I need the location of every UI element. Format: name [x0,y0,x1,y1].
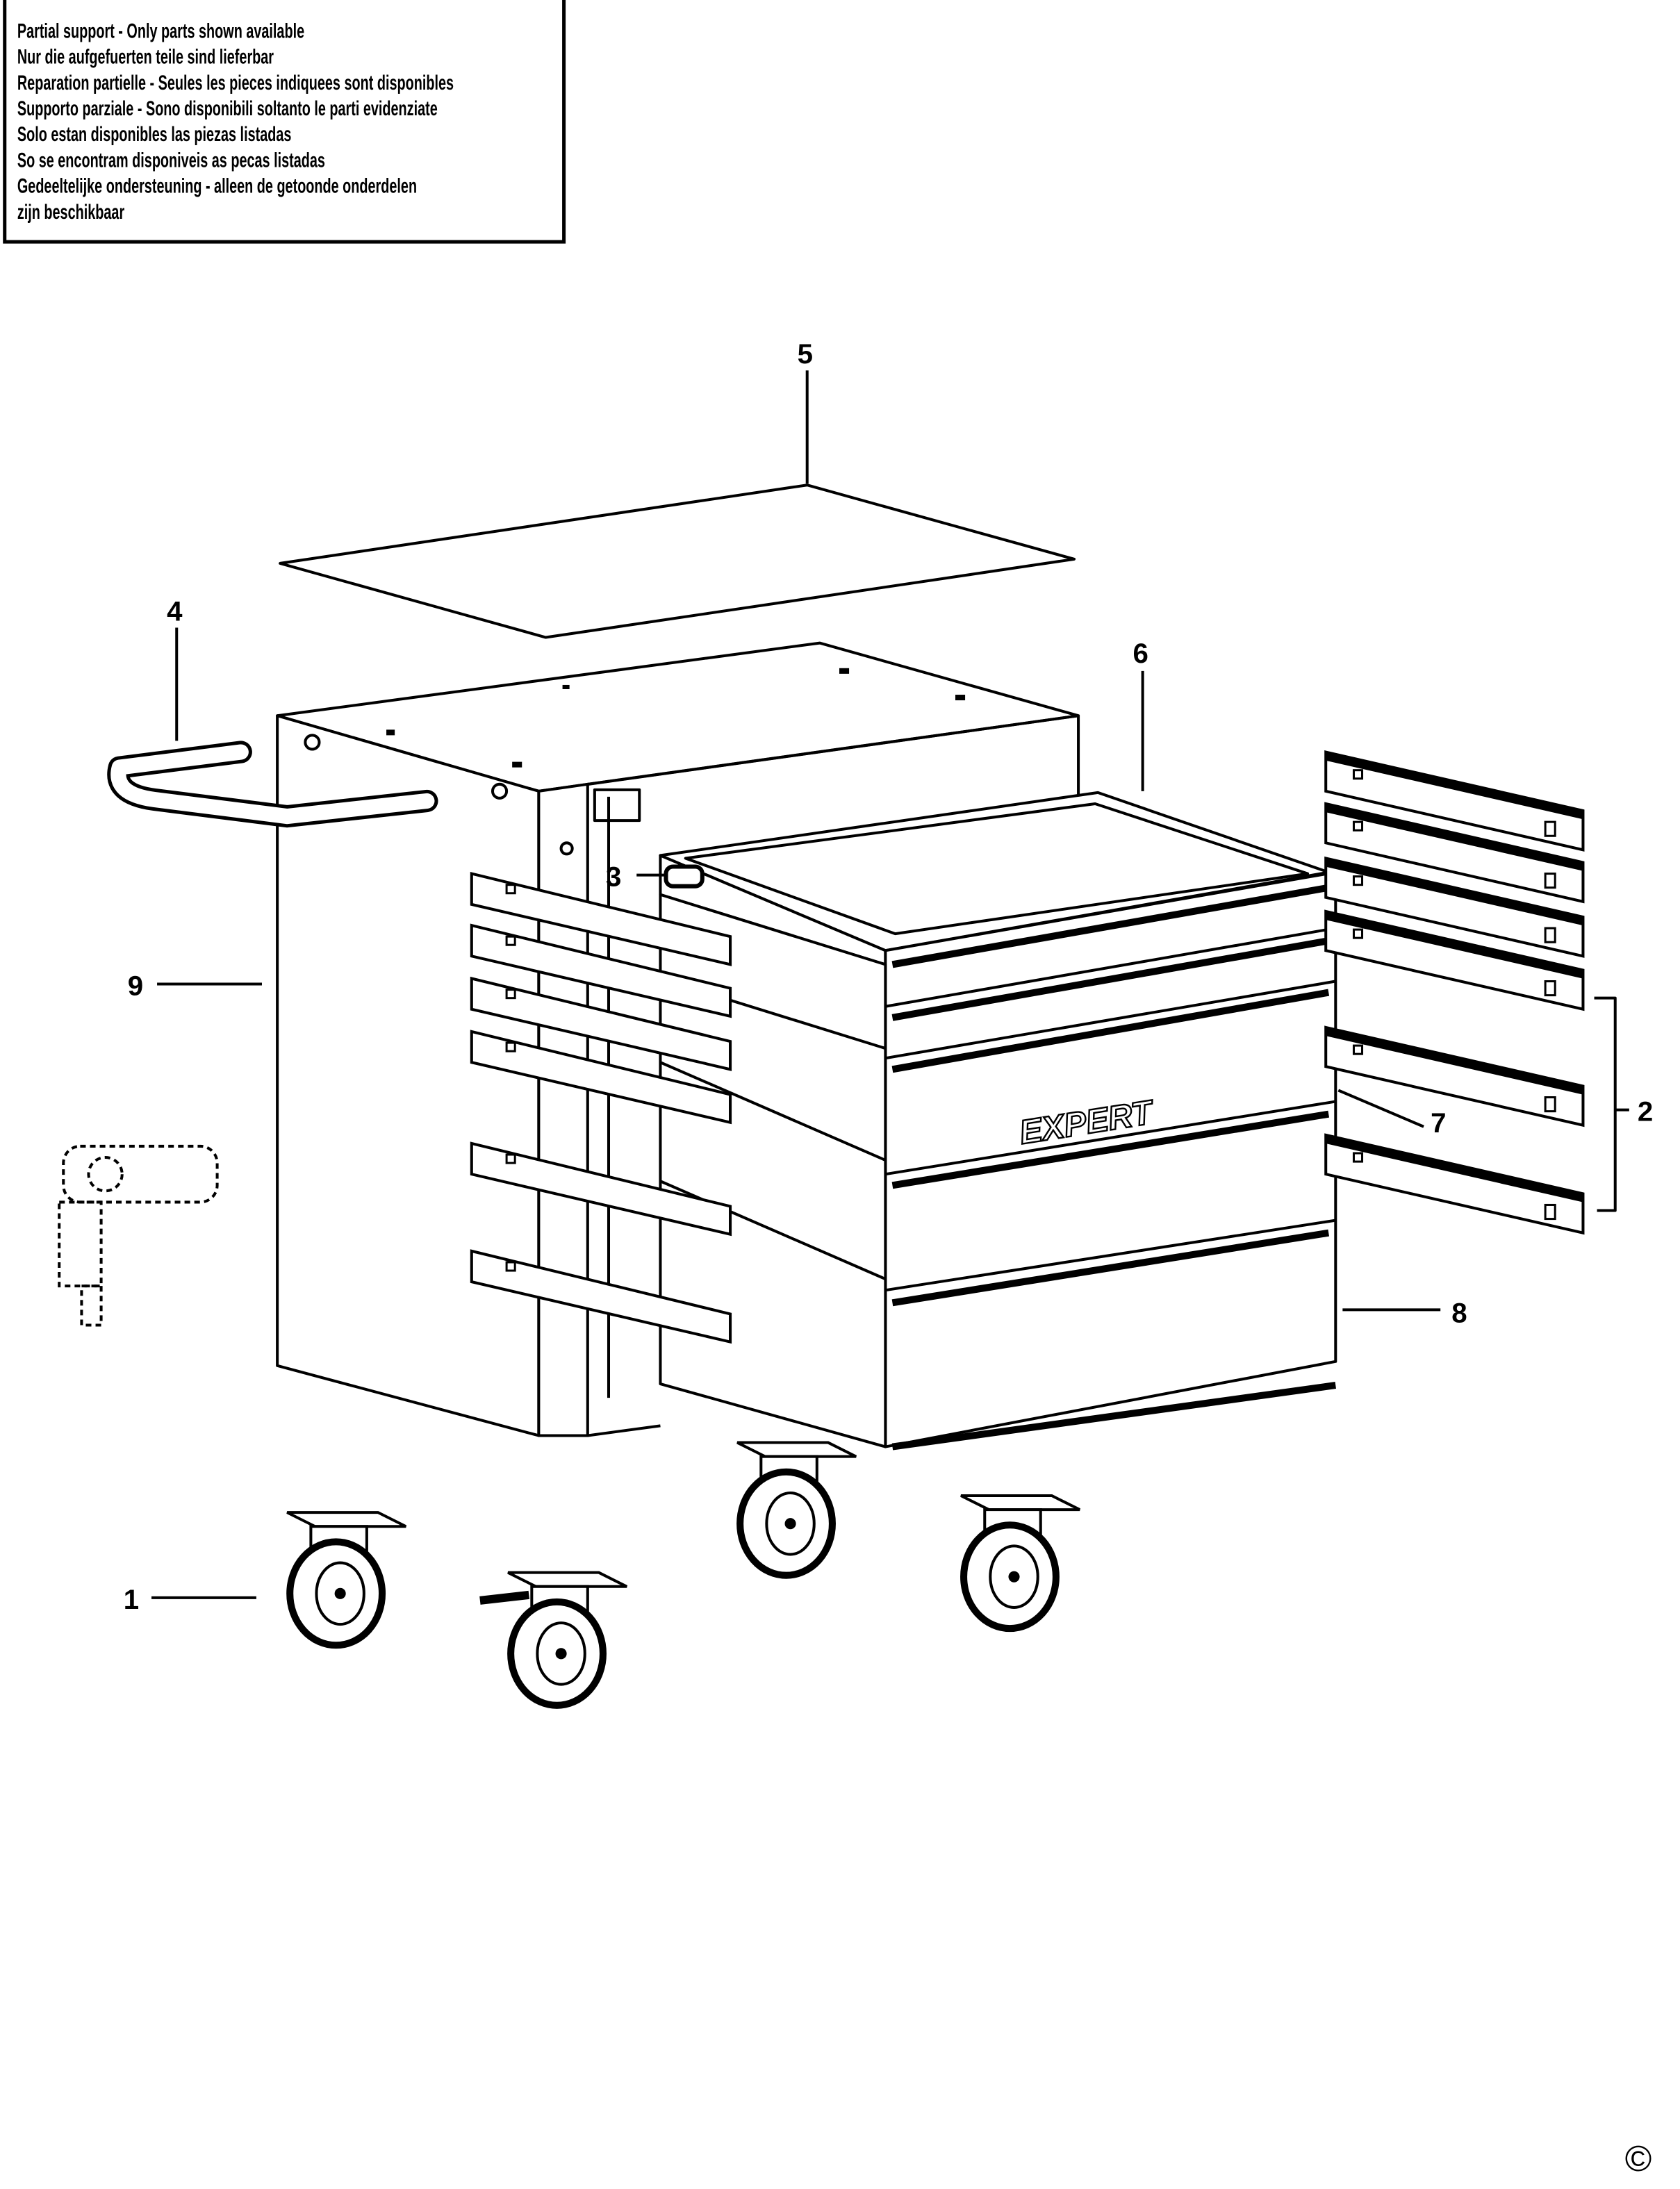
caster-plate [960,1494,1080,1512]
drawer-slide [470,872,732,966]
slide-rail [1324,858,1584,925]
caster-plate [736,1441,857,1458]
slide-hole [1544,820,1556,837]
bracket-2 [1594,996,1629,1212]
leader-line-7 [1337,1089,1424,1128]
caster-hub [765,1491,816,1556]
callout-7: 7 [1431,1107,1446,1139]
drawer-slide [470,1141,732,1237]
caster-wheel [736,1441,857,1579]
slide-hole [1352,928,1364,939]
notice-line: Solo estan disponibles las piezas listad… [17,123,292,146]
caster-hub [989,1544,1039,1609]
partial-support-notice: Partial support - Only parts shown avail… [3,0,566,244]
slide-rail [1324,1135,1584,1203]
slide-hole [1352,1152,1364,1163]
top-mat-part [279,484,1076,639]
slide-hole [1544,1096,1556,1113]
drawer-slide [470,923,732,1018]
drawer-slide [470,1249,732,1344]
slide-rail [1324,1027,1584,1095]
notice-line: zijn beschikbaar [17,201,125,224]
notice-line: Supporto parziale - Sono disponibili sol… [17,97,438,120]
notice-line: Partial support - Only parts shown avail… [17,20,304,43]
slide-hole [505,1153,516,1164]
copyright-mark: © [1625,2139,1652,2179]
drawer-slide [1324,1133,1585,1235]
caster-wheel [286,1511,407,1649]
slide-hole [1352,875,1364,886]
left-drawer-slides [470,872,732,1344]
right-drawer-slides-part [1324,750,1585,1235]
drawer-slide [470,1030,732,1125]
slide-hole [1352,769,1364,780]
callout-4: 4 [167,595,183,627]
notice-line: So se encontram disponiveis as pecas lis… [17,149,325,172]
drawer-slide [470,976,732,1071]
callout-9: 9 [128,970,143,1002]
caster-wheel [960,1494,1080,1633]
caster-axle [1008,1571,1020,1583]
caster-axle [555,1648,567,1660]
slide-rail [1324,911,1584,979]
slide-rail [1324,752,1584,819]
drawer-slide [1324,750,1585,852]
notice-line: Nur die aufgefuerten teile sind lieferba… [17,46,274,69]
callout-8: 8 [1451,1297,1467,1328]
drawer-slide [1324,856,1585,958]
drawer-slide [1324,802,1585,904]
slide-hole [505,1041,516,1052]
drill-icon [58,1144,219,1327]
slide-hole [1544,1203,1556,1221]
slide-hole [1544,927,1556,943]
slide-hole [1544,980,1556,997]
top-drawer-part [659,791,1331,966]
drawer-slide [1324,909,1585,1011]
notice-line: Gedeeltelijke ondersteuning - alleen de … [17,175,417,198]
caster-hub [315,1561,365,1626]
slide-hole [505,1261,516,1272]
callout-3: 3 [606,861,621,893]
slide-hole [1352,820,1364,832]
slide-hole [505,935,516,946]
caster-axle [784,1518,796,1530]
callout-1: 1 [124,1584,139,1615]
handle-part [107,741,438,828]
notice-border [3,0,566,244]
caster-wheel [479,1571,628,1709]
casters-part [286,1441,1080,1709]
caster-brake [479,1590,529,1605]
drawer-slide [1324,1025,1585,1127]
callout-5: 5 [798,338,813,370]
slide-rail [1324,804,1584,871]
drawer-stack-part: EXPERT [659,870,1337,1451]
callout-6: 6 [1133,638,1148,669]
caster-axle [334,1587,346,1599]
lock-part [664,864,705,889]
slide-hole [505,884,516,895]
caster-plate [286,1511,407,1528]
slide-hole [505,989,516,1000]
slide-hole [1544,873,1556,889]
caster-hub [536,1621,586,1686]
notice-line: Reparation partielle - Seules les pieces… [17,72,454,94]
slide-hole [1352,1044,1364,1055]
callout-2: 2 [1638,1096,1653,1127]
caster-plate [507,1571,628,1588]
